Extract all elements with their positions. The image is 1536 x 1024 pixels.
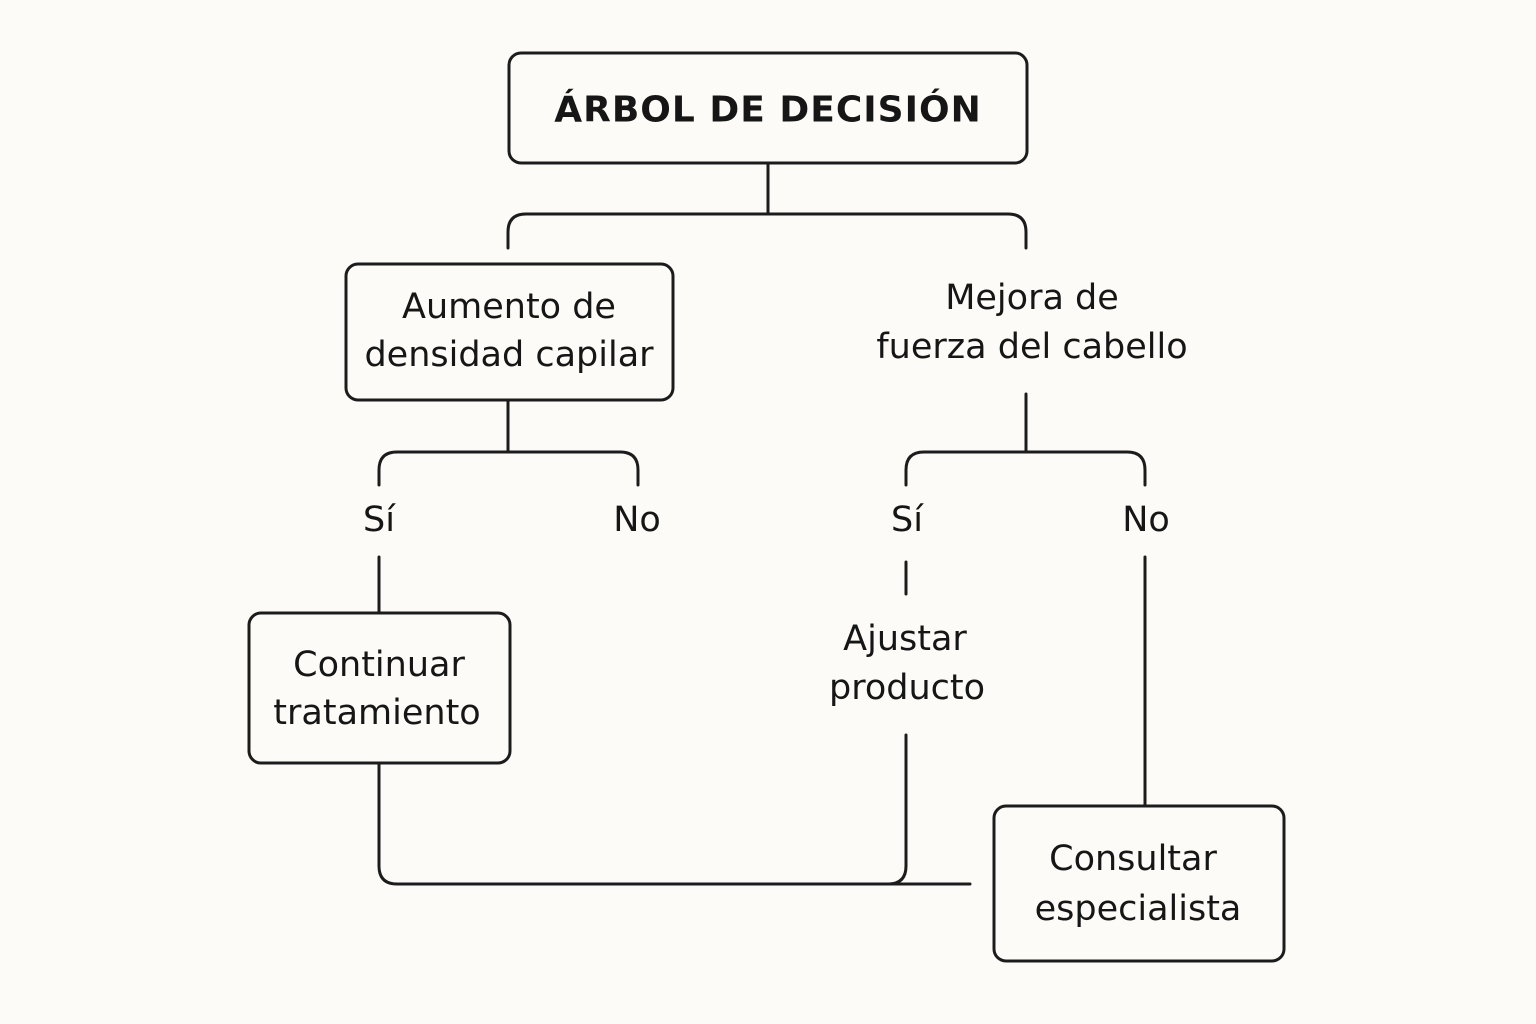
left-no-label: No [613, 500, 661, 540]
left-question-box [344, 262, 675, 402]
answer-labels: Sí No Sí No [363, 500, 1170, 540]
consult-specialist-line1: Consultar [1049, 839, 1217, 879]
right-no-label: No [1122, 500, 1170, 540]
connector-left-question-to-answers [377, 398, 640, 487]
connectors [377, 162, 1147, 886]
left-question-node: Aumento de densidad capilar [344, 262, 675, 402]
right-question-node: Mejora de fuerza del cabello [876, 278, 1187, 367]
title-box [507, 51, 1029, 165]
adjust-product-line2: producto [829, 668, 985, 708]
continue-treatment-node: Continuar tratamiento [247, 611, 512, 765]
right-question-line2: fuerza del cabello [876, 327, 1187, 367]
consult-specialist-box [992, 804, 1286, 963]
adjust-product-node: Ajustar producto [829, 619, 985, 708]
left-question-line1: Aumento de [402, 287, 616, 327]
continue-treatment-line1: Continuar [293, 645, 465, 685]
connector-right-question-to-answers [904, 392, 1147, 487]
right-question-line1: Mejora de [945, 278, 1119, 318]
consult-specialist-line2: especialista [1035, 889, 1242, 929]
continue-treatment-line2: tratamiento [273, 693, 480, 733]
adjust-product-line1: Ajustar [843, 619, 967, 659]
diagram-title: ÁRBOL DE DECISIÓN [554, 89, 981, 131]
title-node: ÁRBOL DE DECISIÓN [507, 51, 1029, 165]
right-yes-label: Sí [891, 500, 924, 540]
continue-treatment-box [247, 611, 512, 765]
connector-root-to-branches [506, 162, 1028, 250]
left-question-line2: densidad capilar [364, 335, 654, 375]
connector-outcomes-to-specialist [377, 733, 972, 886]
consult-specialist-node: Consultar especialista [992, 804, 1286, 963]
left-yes-label: Sí [363, 500, 396, 540]
